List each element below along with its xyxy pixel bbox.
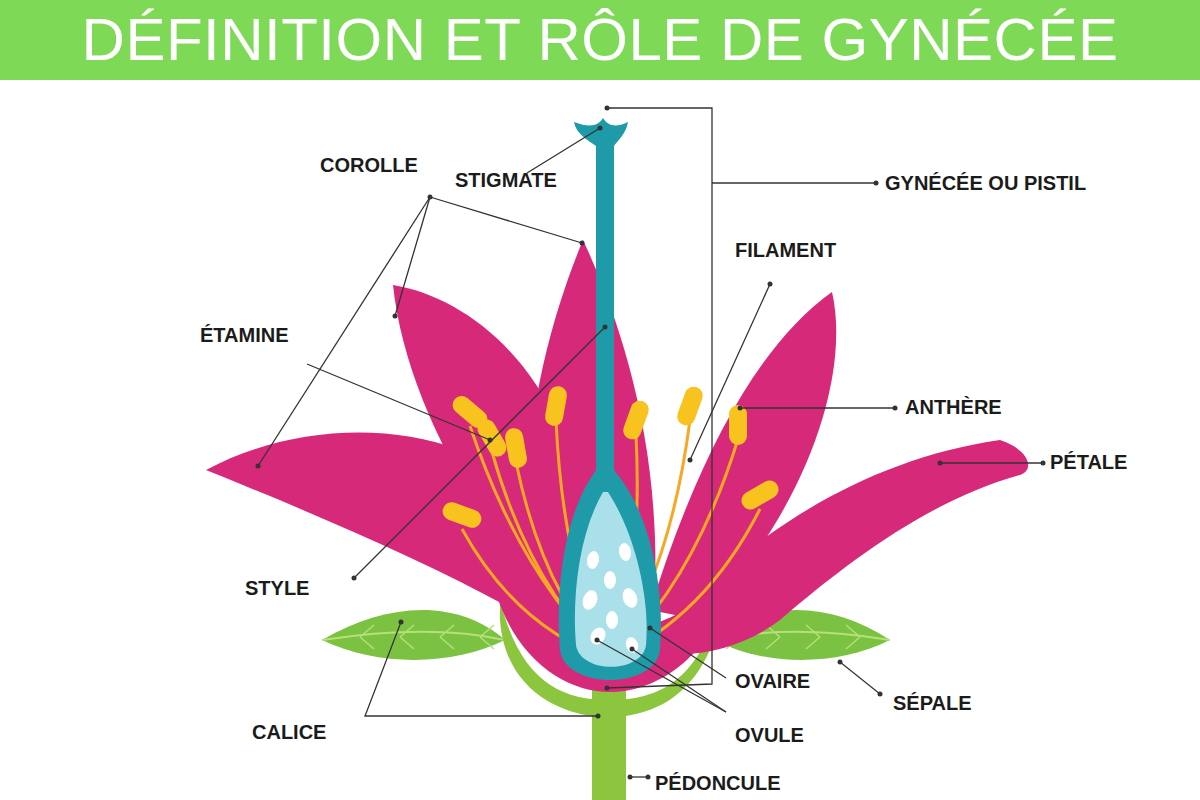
leader-dot xyxy=(648,626,653,631)
leader-line xyxy=(395,197,430,316)
leader-line xyxy=(840,662,880,694)
sepale-vein xyxy=(846,625,860,649)
part-label: ÉTAMINE xyxy=(200,324,289,346)
leader-dot xyxy=(893,406,898,411)
ovule xyxy=(604,571,616,589)
leader-dot xyxy=(878,692,883,697)
leader-dot xyxy=(768,282,773,287)
part-label: COROLLE xyxy=(320,154,418,176)
leader-line xyxy=(740,407,895,408)
leader-dot xyxy=(488,438,493,443)
leader-dot xyxy=(605,686,610,691)
part-label: CALICE xyxy=(252,721,326,743)
part-label: OVULE xyxy=(735,724,804,746)
ovule xyxy=(580,588,600,612)
leader-dot xyxy=(595,638,600,643)
part-label: STYLE xyxy=(245,577,309,599)
ovule xyxy=(620,586,640,610)
leader-line xyxy=(354,327,605,578)
leader-dot xyxy=(938,461,943,466)
leader-dot xyxy=(738,406,743,411)
leader-dot xyxy=(628,775,633,780)
sepale-vein xyxy=(440,625,454,649)
leader-line xyxy=(307,364,490,440)
part-label: OVAIRE xyxy=(735,670,810,692)
leader-line xyxy=(527,128,600,173)
leader-line xyxy=(597,640,726,712)
leader-line xyxy=(632,649,726,712)
leader-dot xyxy=(688,458,693,463)
leader-line xyxy=(712,182,876,183)
leader-dot xyxy=(428,195,433,200)
leader-dot xyxy=(393,314,398,319)
part-label: FILAMENT xyxy=(735,239,836,261)
ovaire-inner xyxy=(575,492,647,667)
ovule xyxy=(587,625,608,648)
leader-dot xyxy=(352,576,357,581)
sepale-vein xyxy=(360,625,374,649)
part-label: PÉDONCULE xyxy=(655,772,781,794)
stigmate-style xyxy=(574,118,628,478)
leader-line xyxy=(690,284,770,460)
ovule xyxy=(606,611,618,629)
leader-line xyxy=(365,622,598,716)
leader-dot xyxy=(838,660,843,665)
leader-dot xyxy=(399,620,404,625)
part-label: GYNÉCÉE OU PISTIL xyxy=(885,172,1086,194)
leader-line xyxy=(650,628,726,678)
sepale-vein xyxy=(480,625,494,649)
leader-line xyxy=(607,108,712,688)
anthere xyxy=(440,500,484,531)
leader-line xyxy=(430,197,582,243)
leader-dot xyxy=(646,775,651,780)
ovule xyxy=(618,542,633,562)
anthere xyxy=(738,477,782,513)
title-banner: DÉFINITION ET RÔLE DE GYNÉCÉE xyxy=(0,0,1200,80)
leader-dot xyxy=(256,464,261,469)
leader-dot xyxy=(598,126,603,131)
anthere xyxy=(504,427,529,470)
sepale-vein xyxy=(806,625,820,649)
pedoncule-stem xyxy=(592,680,626,800)
part-label: SÉPALE xyxy=(893,692,972,714)
sepale-vein xyxy=(766,625,780,649)
leader-dot xyxy=(596,714,601,719)
leader-dot xyxy=(580,241,585,246)
anthere xyxy=(675,384,706,428)
anthere xyxy=(544,385,569,428)
ovule xyxy=(586,550,601,570)
part-label: PÉTALE xyxy=(1050,451,1127,473)
leader-dot xyxy=(1041,461,1046,466)
leader-dot xyxy=(605,106,610,111)
part-label: ANTHÈRE xyxy=(905,396,1002,418)
leader-line xyxy=(630,776,648,777)
ovule xyxy=(624,635,641,654)
anthere xyxy=(621,398,652,442)
ovaire xyxy=(559,470,661,680)
leader-dot xyxy=(874,181,879,186)
part-label: STIGMATE xyxy=(455,169,557,191)
leader-line xyxy=(940,462,1043,463)
sepale-vein xyxy=(322,632,505,640)
sepale-vein xyxy=(400,625,414,649)
title: DÉFINITION ET RÔLE DE GYNÉCÉE xyxy=(82,10,1119,70)
leader-dot xyxy=(603,325,608,330)
anthere xyxy=(729,405,747,445)
sepale-left xyxy=(322,610,505,660)
leader-dot xyxy=(630,647,635,652)
